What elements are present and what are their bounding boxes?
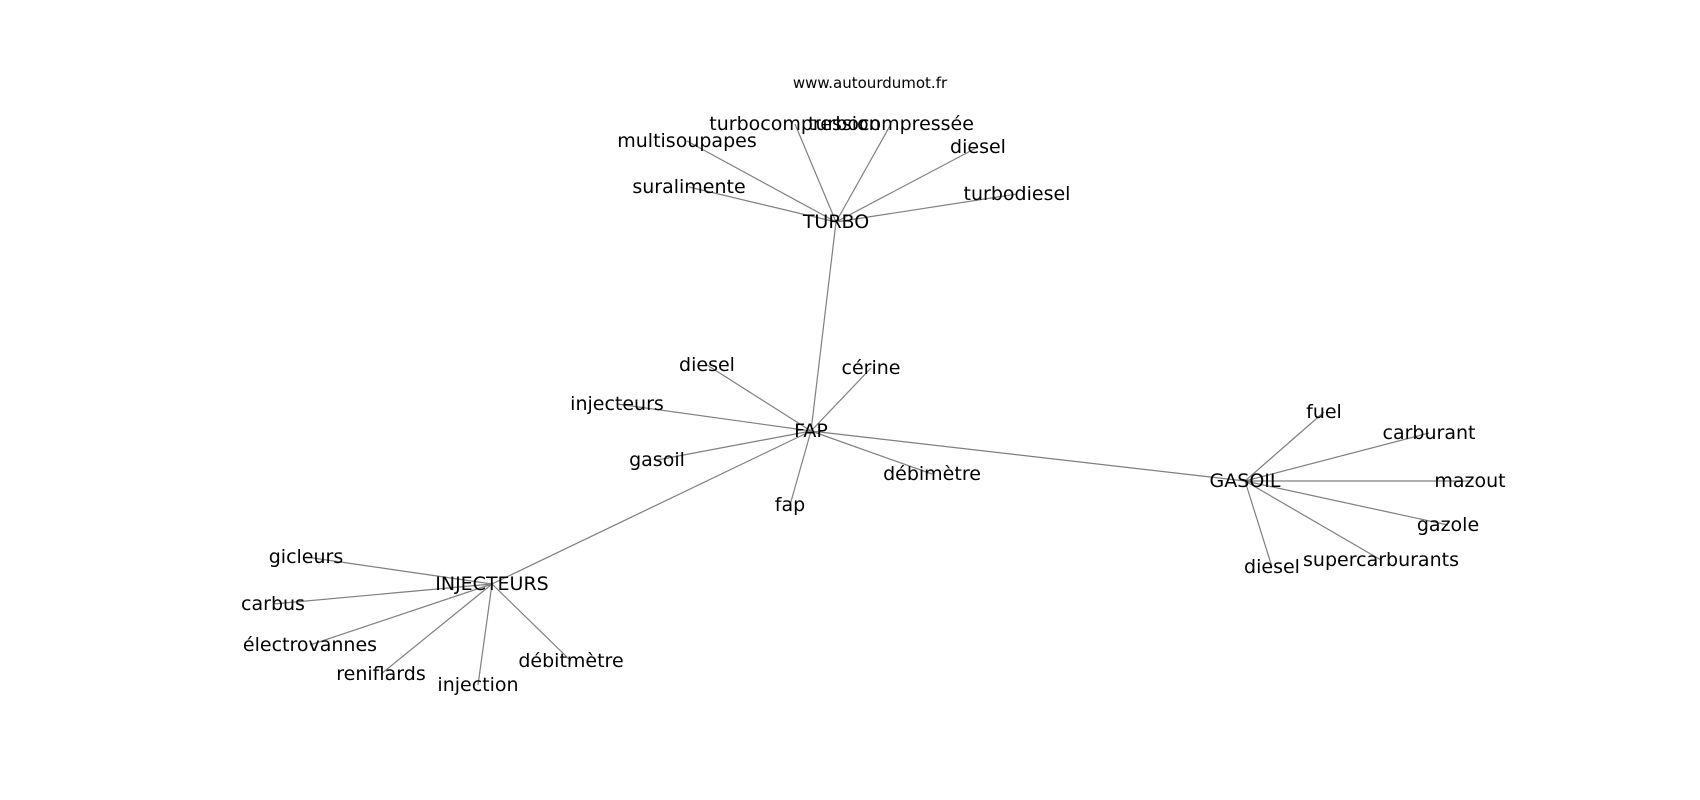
- node-label-fap: FAP: [794, 420, 828, 442]
- node-label-i-debitmetre: débitmètre: [518, 650, 623, 672]
- node-label-i-carbus: carbus: [241, 593, 305, 615]
- edge-fap-injecteurs_hub: [491, 430, 812, 585]
- node-label-g-diesel: diesel: [1244, 556, 1300, 578]
- edge-injecteurs_hub-i_electrovannes: [309, 583, 493, 646]
- edge-injecteurs_hub-i_reniflards: [380, 583, 493, 675]
- edges-layer: [272, 123, 1470, 686]
- edge-gasoil-g_supercarburants: [1244, 480, 1382, 561]
- edge-fap-f_fap: [789, 430, 812, 506]
- edge-turbo-t_turbodiesel: [835, 193, 1018, 223]
- node-label-i-reniflards: reniflards: [336, 663, 425, 685]
- edge-gasoil-g_carburant: [1244, 432, 1430, 482]
- labels-layer: www.autourdumot.fr FAP TURBO GASOIL INJECTE…: [241, 74, 1506, 696]
- node-label-f-gasoil: gasoil: [629, 449, 685, 471]
- node-label-g-fuel: fuel: [1306, 401, 1342, 423]
- edge-fap-f_injecteurs: [616, 403, 812, 432]
- edge-injecteurs_hub-i_carbus: [272, 583, 493, 605]
- edge-injecteurs_hub-i_gicleurs: [305, 556, 493, 585]
- edge-fap-f_debimetre: [810, 430, 933, 475]
- node-label-t-diesel: diesel: [950, 136, 1006, 158]
- edge-injecteurs_hub-i_injection: [477, 583, 493, 686]
- edge-turbo-t_suralimente: [688, 186, 837, 223]
- node-label-g-supercarburants: supercarburants: [1303, 549, 1459, 571]
- edge-gasoil-g_diesel: [1244, 480, 1273, 568]
- edge-turbo-t_multisoupapes: [686, 140, 837, 223]
- node-label-injecteurs-hub: INJECTEURS: [435, 573, 548, 595]
- edge-turbo-t_turbocompressee: [835, 123, 892, 223]
- node-label-t-suralimente: suralimente: [632, 176, 745, 198]
- node-label-i-electrovannes: électrovannes: [243, 634, 377, 656]
- node-label-f-injecteurs: injecteurs: [570, 393, 664, 415]
- node-label-f-diesel: diesel: [679, 354, 735, 376]
- edge-fap-f_diesel: [706, 364, 812, 432]
- node-label-i-gicleurs: gicleurs: [269, 546, 344, 568]
- node-label-t-turbocompressee: turbocompressée: [808, 113, 974, 135]
- node-label-g-mazout: mazout: [1434, 470, 1505, 492]
- edge-fap-f_gasoil: [656, 430, 812, 461]
- node-label-g-gazole: gazole: [1417, 514, 1479, 536]
- edge-fap-turbo: [810, 221, 837, 432]
- node-label-f-fap: fap: [775, 494, 805, 516]
- node-label-turbo: TURBO: [802, 211, 869, 233]
- edge-fap-gasoil: [810, 430, 1246, 482]
- edge-injecteurs_hub-i_debitmetre: [491, 583, 572, 662]
- node-label-t-turbocompression: turbocompression: [709, 113, 880, 135]
- node-label-f-cerine: cérine: [842, 357, 901, 379]
- node-label-t-multisoupapes: multisoupapes: [617, 130, 756, 152]
- edge-gasoil-g_gazole: [1244, 480, 1449, 526]
- edge-gasoil-g_fuel: [1244, 411, 1325, 482]
- node-label-g-carburant: carburant: [1383, 422, 1476, 444]
- node-label-i-injection: injection: [437, 674, 518, 696]
- node-label-gasoil: GASOIL: [1210, 470, 1281, 492]
- edge-fap-f_cerine: [810, 367, 872, 432]
- site-url: www.autourdumot.fr: [793, 74, 948, 92]
- edge-turbo-t_diesel: [835, 146, 979, 223]
- edge-turbo-t_turbocompression: [794, 123, 837, 223]
- node-label-f-debimetre: débimètre: [883, 463, 981, 485]
- node-label-t-turbodiesel: turbodiesel: [964, 183, 1071, 205]
